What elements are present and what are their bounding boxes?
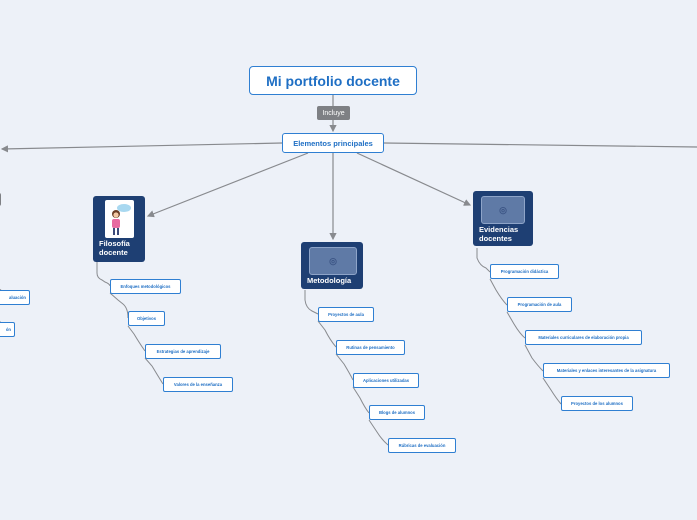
category-filosofia-docente[interactable]: Filosofía docente — [93, 196, 145, 262]
subtopic-estrategias-aprendizaje[interactable]: Estrategias de aprendizaje — [145, 344, 221, 359]
category-evidencias-docentes[interactable]: ◎ Evidencias docentes — [473, 191, 533, 246]
subtopic-rubricas-evaluacion[interactable]: Rúbricas de evaluación — [388, 438, 456, 453]
root-topic[interactable]: Mi portfolio docente — [249, 66, 417, 95]
image-placeholder-icon: ◎ — [481, 196, 525, 224]
offscreen-node-left[interactable] — [0, 193, 1, 206]
subtopic-materiales-enlaces[interactable]: Materiales y enlaces interesantes de la … — [543, 363, 670, 378]
category-label: Filosofía docente — [99, 239, 130, 257]
subtopic-programacion-aula[interactable]: Programación de aula — [507, 297, 572, 312]
subtopic-valores-ensenanza[interactable]: Valores de la enseñanza — [163, 377, 233, 392]
subtopic-rutinas-pensamiento[interactable]: Rutinas de pensamiento — [336, 340, 405, 355]
subtopic-objetivos[interactable]: Objetivos — [128, 311, 165, 326]
subtopic-proyectos-aula[interactable]: Proyectos de aula — [318, 307, 374, 322]
subtopic-materiales-curriculares[interactable]: Materiales curriculares de elaboración p… — [525, 330, 642, 345]
subtopic-enfoques-metodologicos[interactable]: Enfoques metodológicos — [110, 279, 181, 294]
subtopic-blogs-alumnos[interactable]: Blogs de alumnos — [369, 405, 425, 420]
category-label: Metodología — [307, 276, 352, 285]
main-topic[interactable]: Elementos principales — [282, 133, 384, 153]
relationship-label: Incluye — [317, 106, 350, 120]
category-metodologia[interactable]: ◎ Metodología — [301, 242, 363, 289]
subtopic-programacion-didactica[interactable]: Programación didáctica — [490, 264, 559, 279]
subtopic-proyectos-alumnos[interactable]: Proyectos de los alumnos — [561, 396, 633, 411]
image-placeholder-icon: ◎ — [309, 247, 357, 275]
category-label: Evidencias docentes — [479, 225, 519, 243]
partial-subtopic-left-1[interactable]: aluación — [0, 290, 30, 305]
subtopic-aplicaciones-utilizadas[interactable]: Aplicaciones utilizadas — [353, 373, 419, 388]
teacher-illustration-icon — [105, 200, 134, 238]
partial-subtopic-left-2[interactable]: ón — [0, 322, 15, 337]
